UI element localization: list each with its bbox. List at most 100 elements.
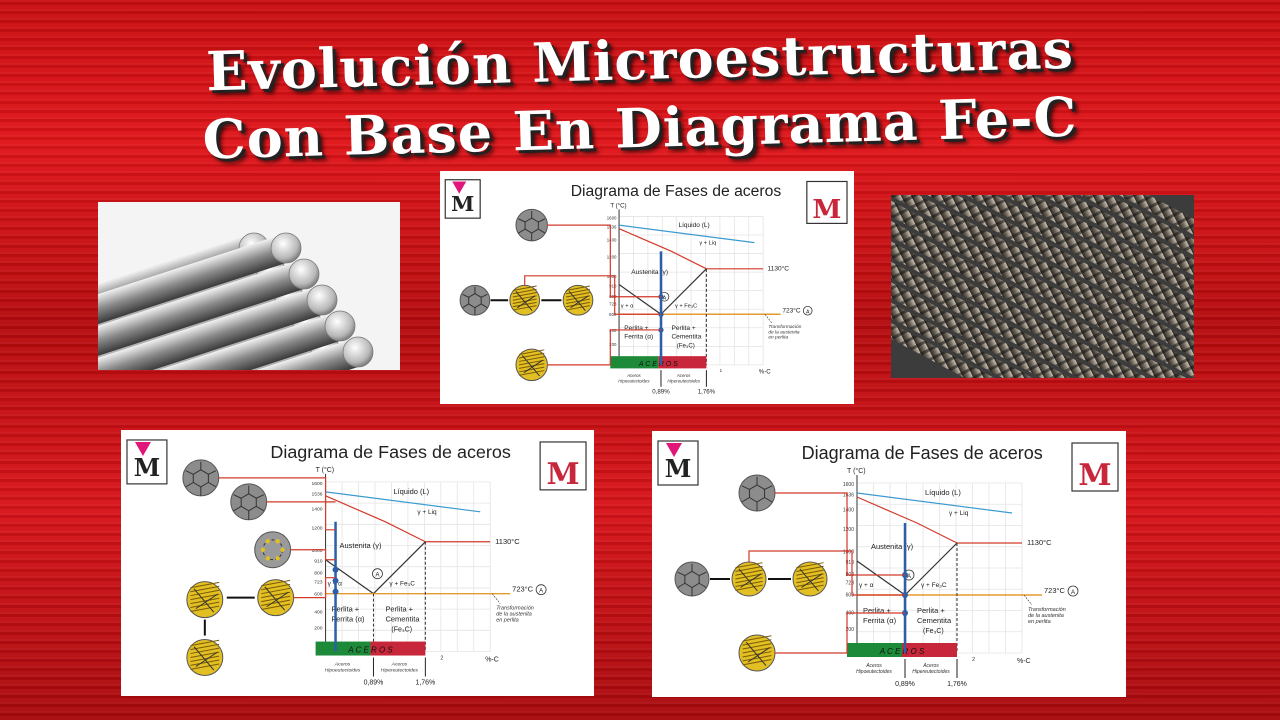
grain-boundary: [264, 586, 286, 611]
hipo-label-1: Aceros: [334, 662, 351, 668]
gamma-liq-label: γ + Liq: [699, 240, 716, 246]
connector-line: [524, 275, 661, 315]
aceros-bar-green: [315, 641, 371, 656]
pct-176-label: 1,76%: [947, 681, 967, 688]
lamella: [512, 292, 537, 298]
grain-austenite-cooling: [459, 284, 491, 316]
composition-point: [332, 566, 339, 573]
phase-diagram-plot: T (°C)1600153614001200100091080072360040…: [607, 203, 813, 396]
t723-label: 723°C: [512, 585, 533, 594]
lamella: [190, 659, 220, 666]
logo-left-letter: M: [134, 454, 161, 482]
logo-right: M: [1071, 442, 1119, 493]
lamella: [261, 603, 291, 610]
point-a3-circle: [372, 568, 383, 580]
steel-rod-end: [306, 284, 338, 316]
perlite-ferrite-label-1: Perlita +: [624, 325, 648, 332]
logo-left-marker: [452, 181, 467, 194]
t-tick-label: 400: [314, 609, 323, 615]
logo-right-frame: [539, 441, 587, 491]
grain-boundary: [738, 568, 758, 592]
grain-boundary: [741, 497, 750, 503]
logo-right-letter: M: [1078, 458, 1111, 493]
grain-boundary: [698, 582, 707, 588]
axis-tick-one: 1: [719, 368, 722, 374]
grain-perlite-final: [738, 634, 776, 672]
t-tick-label: 400: [846, 611, 855, 617]
lamella: [735, 584, 763, 591]
t723-label: 723°C: [782, 306, 801, 314]
solidus-line: [618, 228, 707, 270]
rebar-rod: [891, 195, 1194, 378]
transform-label-1: Transformación: [768, 324, 801, 330]
t-tick-label: 1536: [843, 492, 854, 498]
lamella: [519, 349, 545, 356]
logo-right-letter: M: [812, 194, 841, 225]
grain-boundary: [193, 588, 215, 613]
t-tick-label: 1000: [607, 274, 617, 279]
hipo-label-2: Hipoeutectoides: [325, 667, 361, 673]
logo-left-marker: [134, 441, 151, 456]
aceros-bar-green: [847, 643, 902, 657]
microstructures: [674, 474, 905, 672]
steel-rod-end: [270, 232, 302, 264]
logo-right: M: [806, 180, 848, 225]
logo-right-frame: [1071, 442, 1119, 492]
lamella: [742, 643, 772, 650]
a3-line: [618, 284, 662, 315]
t-tick-label: 600: [314, 591, 323, 597]
microstructures: [459, 208, 661, 382]
grain-boundary: [538, 218, 546, 223]
aceros-bar-green: [610, 356, 659, 369]
grain-boundary: [518, 218, 526, 223]
perlite-cem-label-2: Cementita: [671, 334, 701, 341]
lamella: [190, 651, 220, 659]
connector-line: [547, 329, 661, 366]
gamma-fe3c-label: γ + Fe₃C: [389, 581, 415, 588]
composition-point: [332, 577, 339, 584]
steel-rod-end: [324, 310, 356, 342]
a3-line: [325, 559, 374, 595]
lamella: [512, 305, 537, 311]
grain-boundary: [517, 295, 536, 309]
t-tick-label: 800: [314, 570, 323, 576]
lamella: [566, 285, 590, 291]
transform-label-2: de la austenita: [496, 612, 532, 618]
perlite-cem-label-3: (Fe₃C): [391, 627, 412, 634]
perlite-cem-label-1: Perlita +: [385, 605, 413, 614]
point-a1-circle: [802, 305, 813, 316]
rebar-rod: [891, 195, 1194, 378]
perlite-cem-label-2: Cementita: [385, 615, 420, 624]
gamma-alpha-label: γ + α: [859, 582, 874, 589]
gamma-fe3c-label: γ + Fe₃C: [675, 303, 697, 309]
grain-boundary: [256, 494, 265, 499]
point-a1-label: A: [806, 309, 810, 315]
t-tick-label: 723: [846, 581, 855, 587]
pct-089-label: 0,89%: [652, 389, 670, 396]
aceros-label: A C E R O S: [638, 361, 678, 368]
phase-diagram-plot: T (°C)1600153614001200100091080072360040…: [843, 467, 1079, 688]
grain-boundary: [185, 470, 194, 475]
ferrite-nucleus: [280, 547, 285, 552]
grain-ferrite-growth: [257, 579, 295, 617]
t-axis-label: T (°C): [610, 203, 626, 210]
lamella: [796, 580, 824, 587]
transform-label-2: de la austenita: [1028, 613, 1064, 619]
steel-rod-body: [98, 336, 358, 370]
grain-perlite-ferrite: [186, 581, 224, 619]
ferrite-nucleus: [265, 556, 270, 561]
transform-label-2: de la austenita: [768, 329, 800, 335]
logo-right: M: [539, 441, 587, 492]
hiper-label-2: Hipereutectoides: [912, 669, 950, 675]
logo-right-letter: M: [547, 457, 580, 492]
t1130-label: 1130°C: [495, 537, 520, 546]
grain-boundary: [233, 494, 242, 499]
grain-boundary: [764, 497, 773, 503]
rebar-rod: [891, 195, 1194, 335]
lamella: [742, 647, 772, 654]
t-tick-label: 200: [314, 626, 323, 632]
grain-boundary: [208, 481, 217, 488]
grain-perlite-nucleation: [509, 284, 541, 316]
grain-circle: [182, 459, 220, 497]
